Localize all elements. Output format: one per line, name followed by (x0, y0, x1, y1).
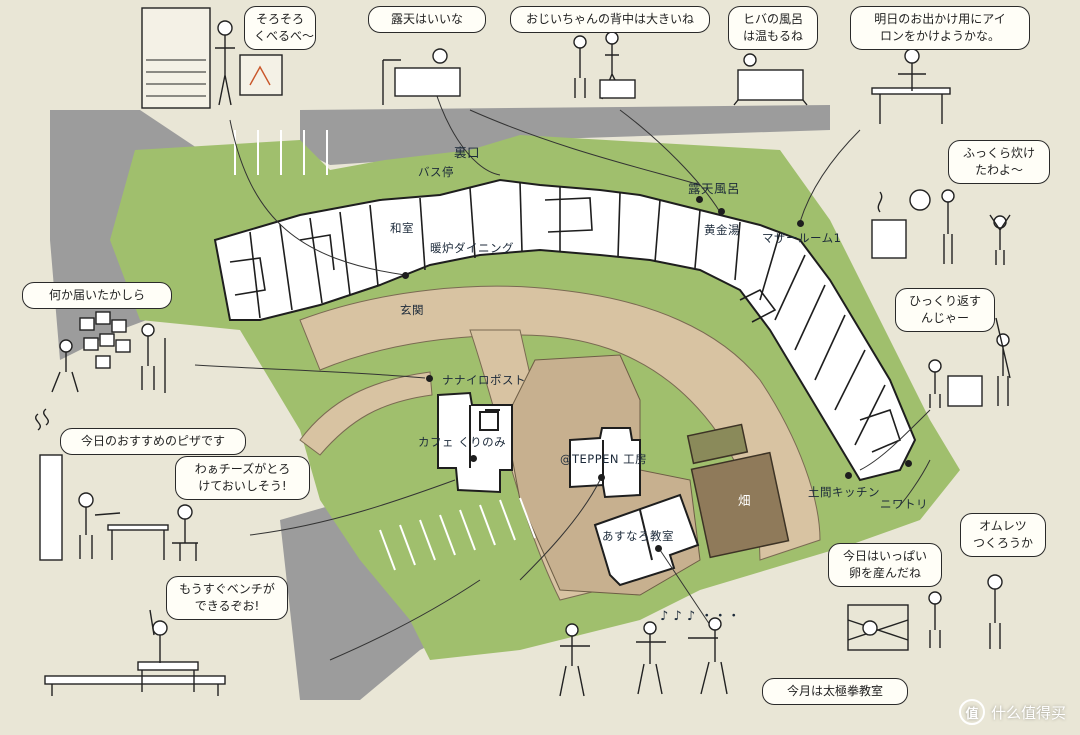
label-kogane-yu: 黄金湯 (704, 223, 740, 237)
main-building-rooms (229, 181, 901, 453)
bubble-pizza: 今日のおすすめのピザです (60, 428, 246, 455)
bubble-cheese: わぁチーズがとろ けておいしそう! (175, 456, 310, 500)
marker-rotenburo (696, 196, 703, 203)
watermark: 值 什么值得买 (958, 699, 1066, 725)
music-notes: ♪ ♪ ♪ ・・・ (660, 609, 741, 624)
label-back-entrance: 裏口 (454, 145, 481, 160)
bubble-firewood: そろそろ くべるべ～ (244, 6, 316, 50)
field-plot (690, 451, 790, 559)
bubble-mail: 何か届いたかしら (22, 282, 172, 309)
marker-teppen (598, 474, 605, 481)
cafe-building (437, 391, 513, 494)
marker-nanairo-post (426, 375, 433, 382)
label-danro-dining: 暖炉ダイニング (430, 241, 514, 255)
label-bus-stop: バス停 (418, 165, 454, 179)
vignettes (35, 7, 1011, 697)
garden-plot (686, 423, 749, 465)
label-teppen: @TEPPEN 工房 (560, 452, 648, 466)
label-asunaro: あすなろ教室 (602, 529, 674, 543)
label-hatake: 畑 (738, 493, 752, 508)
label-doma-kitchen: 土間キッチン (808, 485, 880, 499)
label-nanairo-post: ナナイロポスト (442, 373, 526, 387)
bubble-bench: もうすぐベンチが できるぞお! (166, 576, 288, 620)
marker-cafe (470, 455, 477, 462)
bubble-outdoor-bath: 露天はいいな (368, 6, 486, 33)
watermark-text: 什么值得买 (990, 703, 1066, 722)
marker-doma-kitchen (845, 472, 852, 479)
asunaro-building (593, 493, 700, 587)
main-building (213, 178, 917, 482)
marker-mother-room (797, 220, 804, 227)
label-niwatori: ニワトリ (880, 497, 928, 511)
bubble-ironing: 明日のお出かけ用にアイ ロンをかけようかな。 (850, 6, 1030, 50)
marker-asunaro (655, 545, 662, 552)
bubble-fluffy-rice: ふっくら炊け たわよ～ (948, 140, 1050, 184)
marker-genkan (402, 272, 409, 279)
bubble-grandpa-back: おじいちゃんの背中は大きいね (510, 6, 710, 33)
label-genkan: 玄関 (400, 303, 424, 317)
label-cafe: カフェ くりのみ (418, 435, 507, 449)
watermark-logo-icon: 值 (958, 699, 985, 725)
bubble-eggs: 今日はいっぱい 卵を産んだね (828, 543, 942, 587)
parking-lot (234, 130, 536, 571)
bubble-hiba-bath: ヒバの風呂 は温もるね (728, 6, 818, 50)
label-mother-room: マザールーム1 (762, 231, 842, 245)
label-washitsu: 和室 (390, 221, 414, 235)
bubble-taichi: 今月は太極拳教室 (762, 678, 908, 705)
marker-kogane-yu (718, 208, 725, 215)
marker-niwatori (905, 460, 912, 467)
label-rotenburo: 露天風呂 (688, 181, 741, 196)
bubble-omelette: オムレツ つくろうか (960, 513, 1046, 557)
teppen-building (569, 427, 641, 499)
bubble-compost: ひっくり返す んじゃー (895, 288, 995, 332)
